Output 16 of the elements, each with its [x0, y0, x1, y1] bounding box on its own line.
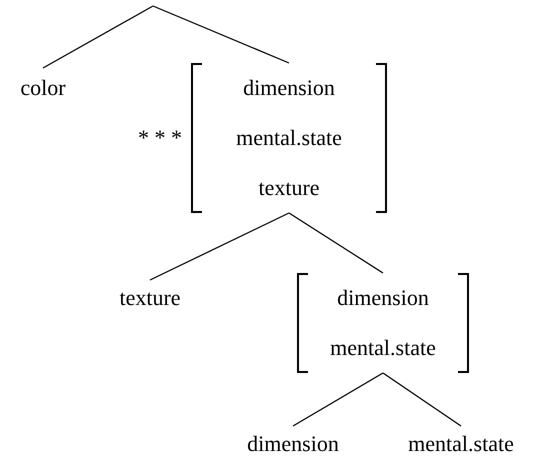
feature-label: dimension	[243, 75, 335, 101]
feature-label: texture	[258, 175, 320, 201]
tree-leaf-label: dimension	[225, 426, 361, 462]
tree-leaf-label: color	[8, 68, 78, 108]
asterisks-label: * * *	[138, 125, 182, 151]
branch-line	[152, 5, 290, 64]
branch-line	[292, 372, 384, 427]
feature-label: mental.state	[236, 125, 342, 151]
branch-line	[150, 212, 290, 281]
tree-leaf-label: mental.state	[380, 426, 542, 462]
feature-label: mental.state	[330, 335, 436, 361]
tree-leaf-label: texture	[100, 280, 200, 316]
feature-label: dimension	[337, 285, 429, 311]
branch-line	[382, 372, 462, 426]
branch-line	[288, 212, 384, 274]
branch-line	[42, 5, 154, 69]
